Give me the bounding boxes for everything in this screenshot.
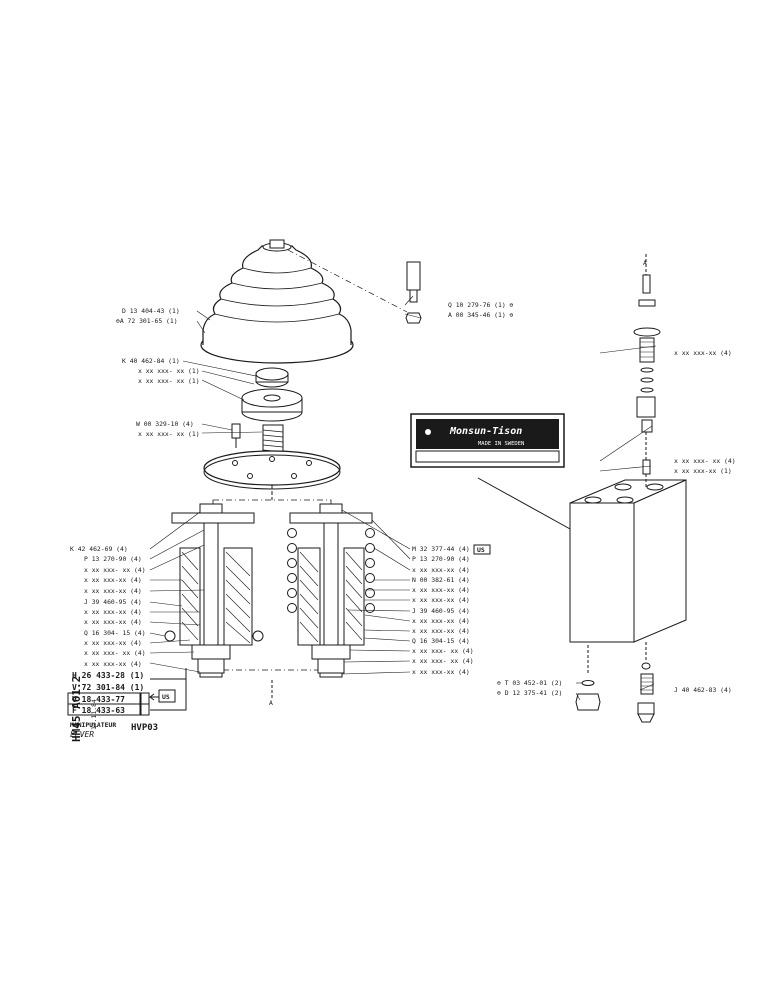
label-valve-xx-1: x xx xxx-xx (4) — [674, 349, 732, 357]
label-a-00-345-46: A 00 345-46 (1) ⊖ — [448, 311, 514, 319]
screw — [231, 423, 241, 448]
rubber-boot — [200, 239, 354, 364]
label-left-xx-2: x xx xxx-xx (4) — [84, 576, 142, 584]
label-right-xx-8: x xx xxx-xx (4) — [412, 668, 470, 676]
us-tag-center-text: US — [477, 546, 485, 554]
label-right-xx-3: x xx xxx-xx (4) — [412, 596, 470, 604]
label-xx-1c: x xx xxx- xx (1) — [138, 430, 200, 438]
label-k-40-462-84: K 40 462-84 (1) — [122, 357, 180, 365]
label-p-13-270-90-right: P 13 270-90 (4) — [412, 555, 470, 563]
label-q-16-304-15-left: Q 16 304- 15 (4) — [84, 629, 146, 637]
label-n-00-382-61: N 00 382-61 (4) — [412, 576, 470, 584]
label-d-13-404-43: D 13 404-43 (1) — [122, 307, 180, 315]
doc-code-side: HM45 A01.2 — [70, 676, 83, 742]
label-q-10-279-76: Q 10 279-76 (1) ⊖ — [448, 301, 514, 309]
valve-stack-bottom — [637, 642, 655, 723]
label-xx-1b: x xx xxx- xx (1) — [138, 377, 200, 385]
part-number-v1: V 72 301-84 (1) — [72, 683, 144, 692]
flange-plate — [203, 450, 341, 490]
part-number-h: H 26 433-28 (1) — [72, 671, 144, 680]
label-right-xx-6: x xx xxx- xx (4) — [412, 647, 474, 655]
label-q-16-304-15-right: Q 16 304-15 (4) — [412, 637, 470, 645]
left-piston-section — [164, 503, 264, 678]
bottom-fitting — [575, 645, 601, 711]
label-left-xx-5: x xx xxx-xx (4) — [84, 639, 142, 647]
valve-block — [569, 479, 687, 643]
part-number-v2: V 18 433-77 — [72, 695, 125, 704]
label-p-13-270-90-left: P 13 270-90 (4) — [84, 555, 142, 563]
label-right-xx-7: x xx xxx- xx (4) — [412, 657, 474, 665]
title-en: LEVER — [70, 730, 94, 739]
label-w-00-329-10: W 00 329-10 (4) — [136, 420, 194, 428]
label-valve-xx-3: x xx xxx-xx (1) — [674, 467, 732, 475]
right-piston-section — [287, 503, 375, 678]
label-valve-xx-2: x xx xxx- xx (4) — [674, 457, 736, 465]
label-left-xx-4: x xx xxx-xx (4) — [84, 608, 142, 616]
nameplate: Monsun-Tison MADE IN SWEDEN — [410, 413, 565, 468]
label-left-xx-8: x xx xxx-xx (4) — [84, 618, 142, 626]
label-right-xx-4: x xx xxx-xx (4) — [412, 617, 470, 625]
label-j-40-462-83: J 40 462-83 (4) — [674, 686, 732, 694]
us-tag-center: US — [473, 544, 491, 555]
label-j-39-460-95-left: J 39 460-95 (4) — [84, 598, 142, 606]
parts-number-box: H 26 433-28 (1) V 72 301-84 (1) V 18 433… — [67, 668, 187, 716]
label-left-xx-3: x xx xxx-xx (4) — [84, 587, 142, 595]
label-j-39-460-95-right: J 39 460-95 (4) — [412, 607, 470, 615]
label-right-xx-1: x xx xxx-xx (4) — [412, 566, 470, 574]
valve-stack-top — [633, 254, 661, 487]
label-xx-1a: x xx xxx- xx (1) — [138, 367, 200, 375]
plate-brand: Monsun-Tison — [449, 425, 522, 437]
title-fr: MANIPULATEUR — [70, 721, 116, 729]
label-k-42-462-69: K 42 462-69 (4) — [70, 545, 128, 553]
label-m-32-377-44: M 32 377-44 (4) — [412, 545, 470, 553]
section-mark-top: A — [643, 259, 647, 267]
label-left-xx-7: x xx xxx-xx (4) — [84, 660, 142, 668]
label-right-xx-2: x xx xxx-xx (4) — [412, 586, 470, 594]
label-t-03-452-01: ⊖ T 03 452-01 (2) — [497, 679, 562, 687]
plate-made-in: MADE IN SWEDEN — [478, 441, 524, 447]
label-d-12-375-41: ⊖ D 12 375-41 (2) — [497, 689, 562, 697]
label-a-72-301-65: ⊖A 72 301-65 (1) — [116, 317, 178, 325]
section-mark-bottom: A — [269, 699, 273, 707]
title-model: HVP03 — [131, 723, 158, 733]
label-right-xx-5: x xx xxx-xx (4) — [412, 627, 470, 635]
top-pin — [405, 261, 422, 324]
label-left-xx-6: x xx xxx- xx (4) — [84, 649, 146, 657]
label-left-xx-1: x xx xxx- xx (4) — [84, 566, 146, 574]
part-number-f: F 18 433-63 — [72, 706, 125, 715]
nut-stack — [241, 367, 303, 422]
us-tag-box-text: US — [162, 693, 170, 701]
